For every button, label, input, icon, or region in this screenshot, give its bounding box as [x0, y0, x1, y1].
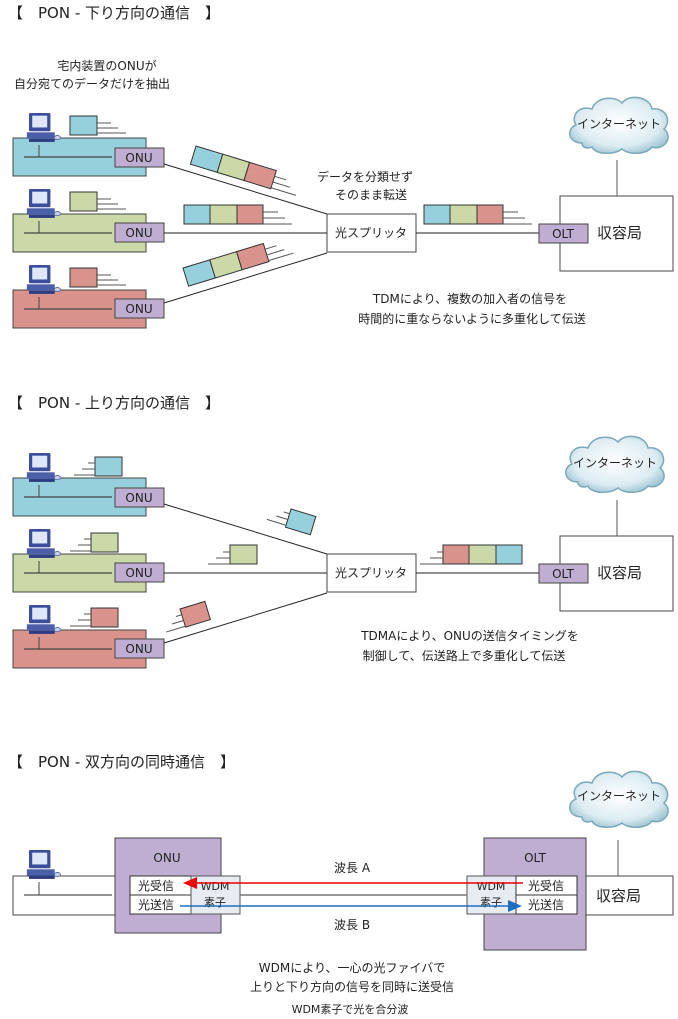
computer-icon	[26, 113, 61, 143]
packet	[266, 508, 317, 536]
computer-icon	[26, 189, 61, 219]
packet	[208, 544, 258, 565]
optical-splitter	[326, 553, 417, 593]
home-blue: ONU	[12, 113, 165, 177]
wavelength-b-label: 波長 B	[334, 918, 370, 932]
station-label: 収容局	[597, 224, 642, 242]
onu-label: ONU	[125, 566, 152, 580]
onu-label: ONU	[125, 642, 152, 656]
station-label: 収容局	[596, 887, 641, 905]
upstream-section: 【 PON - 上り方向の通信 】 ONU ONU	[8, 394, 674, 669]
arrow-left-icon	[183, 877, 197, 889]
packet-group	[423, 204, 532, 225]
home-red: ONU	[12, 265, 165, 329]
packet-group	[420, 544, 523, 565]
onu-rx-label: 光受信	[138, 879, 174, 893]
arrow-right-icon	[508, 900, 522, 912]
home-green: ONU	[12, 189, 165, 253]
olt-rx-label: 光受信	[528, 879, 564, 893]
caption-line3: WDM素子で光を合分波	[292, 1002, 409, 1016]
wdm-label-line1: WDM	[477, 880, 506, 893]
computer-icon	[26, 529, 61, 559]
olt-label: OLT	[524, 851, 546, 865]
fiber-line	[163, 503, 328, 555]
packet-group	[189, 145, 297, 196]
olt-label: OLT	[552, 567, 574, 581]
fiber-line	[163, 252, 328, 304]
packet-group	[183, 204, 292, 225]
onu-label: ONU	[125, 226, 152, 240]
onu-label: ONU	[153, 851, 180, 865]
onu-note-line2: 自分宛てのデータだけを抽出	[14, 76, 170, 91]
wdm-label-line2: 素子	[204, 896, 226, 909]
splitter-note-line1: データを分類せず	[317, 169, 413, 184]
computer-icon	[26, 265, 61, 295]
caption-line1: TDMにより、複数の加入者の信号を	[372, 291, 567, 306]
fiber-line	[163, 592, 328, 644]
wdm-label-line2: 素子	[480, 896, 502, 909]
onu-tx-label: 光送信	[138, 897, 174, 912]
packet	[165, 600, 212, 633]
home-blue: ONU	[12, 453, 165, 517]
central-office	[585, 875, 674, 916]
computer-icon	[26, 453, 61, 483]
olt-tx-label: 光送信	[528, 897, 564, 912]
onu-label: ONU	[125, 491, 152, 505]
olt-box	[538, 563, 589, 584]
bidirectional-title: 【 PON - 双方向の同時通信 】	[8, 753, 235, 771]
station-label: 収容局	[597, 564, 642, 582]
optical-splitter	[326, 213, 417, 253]
wavelength-a-label: 波長 A	[334, 861, 371, 875]
home-red: ONU	[12, 605, 165, 669]
fiber-line	[163, 163, 328, 215]
onu-label: ONU	[125, 302, 152, 316]
home-green: ONU	[12, 529, 165, 593]
olt-box	[538, 223, 589, 244]
downstream-section: 【 PON - 下り方向の通信 】 宅内装置のONUが 自分宛てのデータだけを抽…	[8, 4, 674, 329]
packet-group	[182, 242, 294, 287]
bidirectional-section: 【 PON - 双方向の同時通信 】 ONU 光受信 光送信 WDM 素子 OL…	[8, 753, 674, 1016]
internet-label: インターネット	[573, 456, 657, 470]
internet-label: インターネット	[577, 117, 661, 131]
splitter-label: 光スプリッタ	[335, 566, 407, 580]
internet-label: インターネット	[577, 789, 661, 803]
caption-line1: WDMにより、一心の光ファイバで	[259, 961, 446, 975]
computer-icon	[26, 850, 61, 880]
caption-line2: 時間的に重ならないように多重化して伝送	[358, 311, 585, 326]
wdm-label-line1: WDM	[201, 880, 230, 893]
splitter-label: 光スプリッタ	[335, 226, 407, 240]
caption-line2: 制御して、伝送路上で多重化して伝送	[363, 648, 566, 663]
upstream-title: 【 PON - 上り方向の通信 】	[8, 394, 220, 412]
caption-line1: TDMAにより、ONUの送信タイミングを	[360, 628, 579, 643]
computer-icon	[26, 605, 61, 635]
onu-note-line1: 宅内装置のONUが	[57, 58, 156, 73]
caption-line2: 上りと下り方向の信号を同時に送受信	[250, 979, 454, 994]
downstream-title: 【 PON - 下り方向の通信 】	[8, 4, 220, 22]
onu-label: ONU	[125, 151, 152, 165]
splitter-note-line2: そのまま転送	[335, 187, 407, 202]
olt-label: OLT	[552, 227, 574, 241]
